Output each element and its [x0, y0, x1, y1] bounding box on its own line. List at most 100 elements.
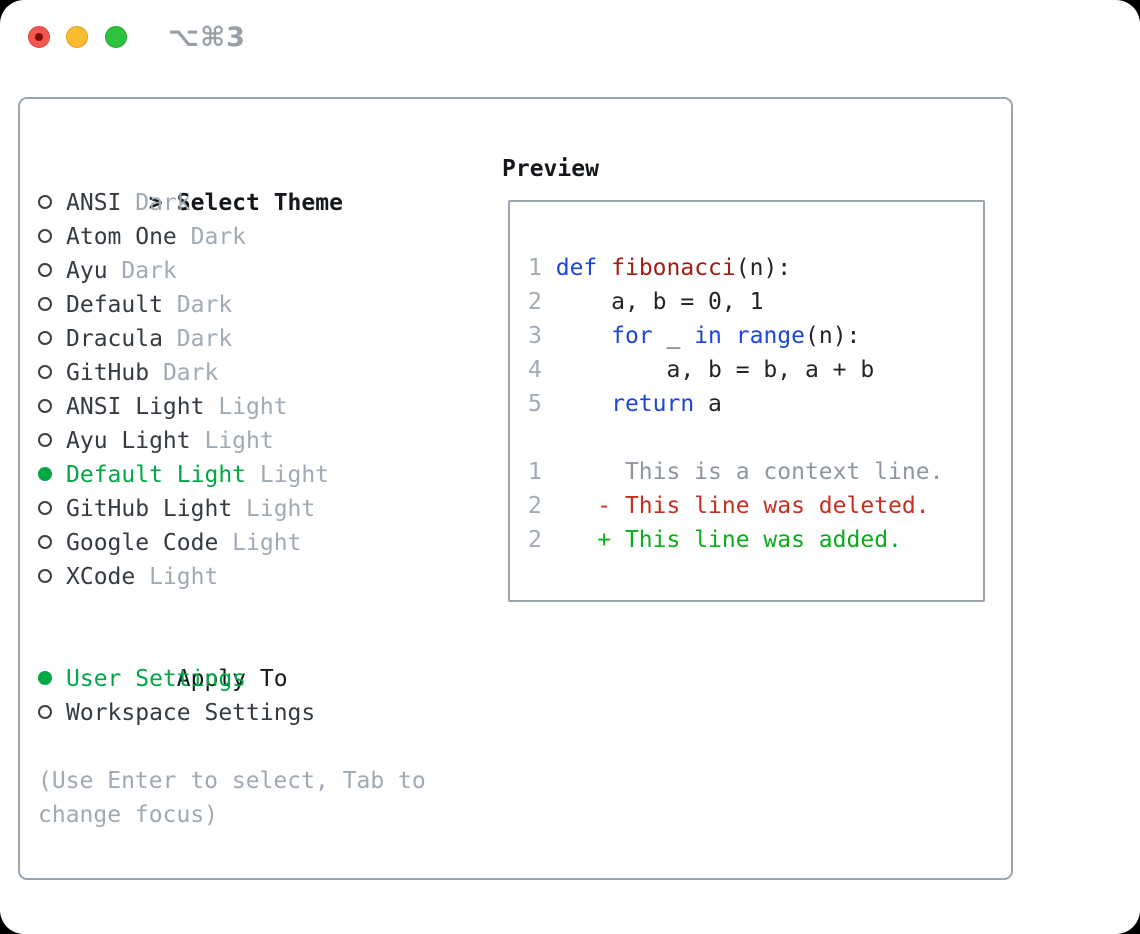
theme-variant-label: Dark: [190, 224, 247, 250]
window-shortcut-label: ⌥⌘3: [168, 22, 246, 53]
preview-line: 2 + This line was added.: [528, 523, 983, 557]
radio-icon: [38, 220, 66, 254]
zoom-button[interactable]: [105, 26, 127, 48]
radio-icon: [38, 424, 66, 458]
radio-dot-icon: [38, 466, 52, 481]
theme-option-label: Default Light: [66, 462, 247, 488]
radio-dot-icon: [38, 194, 52, 209]
code-token: [542, 391, 611, 417]
theme-variant-label: Light: [149, 564, 219, 590]
theme-variant-label: Light: [218, 394, 288, 420]
preview-line: 1 This is a context line.: [528, 455, 983, 489]
radio-dot-icon: [38, 330, 52, 345]
code-token: a: [694, 391, 722, 417]
radio-icon: [38, 696, 66, 730]
theme-variant-label: Dark: [176, 292, 233, 318]
radio-selected-icon: [38, 662, 66, 696]
theme-option-label: GitHub Light: [66, 496, 233, 522]
radio-icon: [38, 186, 66, 220]
code-text: a, b = 0, 1: [542, 289, 763, 315]
code-token: _: [652, 323, 695, 349]
radio-dot-icon: [38, 670, 52, 685]
theme-variant-label: Light: [204, 428, 274, 454]
code-token: (n):: [735, 255, 792, 281]
apply-to-header-row: Apply To: [38, 628, 426, 692]
code-text: for _ in range(n):: [542, 323, 861, 349]
radio-dot-icon: [38, 228, 52, 243]
code-token: def: [555, 255, 598, 281]
theme-option-label: Atom One: [66, 224, 177, 250]
theme-option[interactable]: Default Dark: [38, 288, 426, 322]
line-number: 4: [528, 357, 542, 383]
code-text: This is a context line.: [542, 459, 944, 485]
code-token: - This line was deleted.: [541, 493, 930, 519]
line-number: 1: [528, 459, 542, 485]
preview-blank-line: [528, 421, 983, 455]
code-text: return a: [542, 391, 722, 417]
theme-option-label: ANSI: [66, 190, 122, 216]
apply-to-option[interactable]: User Settings: [38, 662, 426, 696]
close-button[interactable]: [28, 26, 50, 48]
code-token: [542, 255, 556, 281]
theme-option-label: Default: [66, 292, 163, 318]
code-token: + This line was added.: [541, 527, 902, 553]
radio-dot-icon: [38, 262, 52, 277]
code-token: in: [694, 323, 722, 349]
radio-dot-icon: [38, 568, 52, 583]
theme-option-label: Dracula: [66, 326, 163, 352]
line-number: 1: [528, 255, 542, 281]
preview-line: 3 for _ in range(n):: [528, 319, 983, 353]
code-token: range: [735, 323, 806, 349]
apply-to-title: Apply To: [176, 666, 288, 692]
theme-option[interactable]: ANSI Light Light: [38, 390, 426, 424]
theme-option[interactable]: Default Light Light: [38, 458, 426, 492]
code-text: a, b = b, a + b: [542, 357, 874, 383]
preview-line: 4 a, b = b, a + b: [528, 353, 983, 387]
theme-variant-label: Dark: [162, 360, 219, 386]
code-token: [597, 255, 611, 281]
line-number: 5: [528, 391, 542, 417]
cursor-icon: >: [148, 190, 163, 216]
radio-dot-icon: [38, 364, 52, 379]
radio-icon: [38, 322, 66, 356]
preview-title: Preview: [502, 156, 599, 182]
code-token: (n):: [805, 323, 861, 349]
theme-option-label: Google Code: [66, 530, 219, 556]
radio-selected-icon: [38, 458, 66, 492]
theme-option[interactable]: ANSI Dark: [38, 186, 426, 220]
minimize-button[interactable]: [66, 26, 88, 48]
code-text: + This line was added.: [542, 527, 902, 553]
radio-dot-icon: [38, 534, 52, 549]
theme-variant-label: Dark: [135, 190, 191, 216]
theme-option-label: XCode: [66, 564, 136, 590]
theme-option[interactable]: Atom One Dark: [38, 220, 426, 254]
code-token: a, b = b, a + b: [541, 357, 875, 383]
theme-variant-label: Light: [259, 462, 330, 488]
code-text: - This line was deleted.: [541, 493, 930, 519]
radio-icon: [38, 560, 66, 594]
theme-option-label: ANSI Light: [66, 394, 205, 420]
radio-dot-icon: [38, 296, 52, 311]
apply-to-option[interactable]: Workspace Settings: [38, 696, 426, 730]
theme-variant-label: Dark: [121, 258, 177, 284]
theme-option[interactable]: XCode Light: [38, 560, 426, 594]
radio-icon: [38, 356, 66, 390]
preview-line: 2 a, b = 0, 1: [528, 285, 983, 319]
hint-line-1: (Use Enter to select, Tab to: [38, 768, 426, 794]
select-theme-title: Select Theme: [176, 190, 343, 216]
hint-line-2: change focus): [38, 802, 219, 828]
line-number: 2: [528, 289, 542, 315]
apply-to-option-label: Workspace Settings: [66, 700, 316, 726]
code-text: def fibonacci(n):: [542, 255, 791, 281]
titlebar: ⌥⌘3: [0, 0, 1140, 76]
radio-icon: [38, 492, 66, 526]
